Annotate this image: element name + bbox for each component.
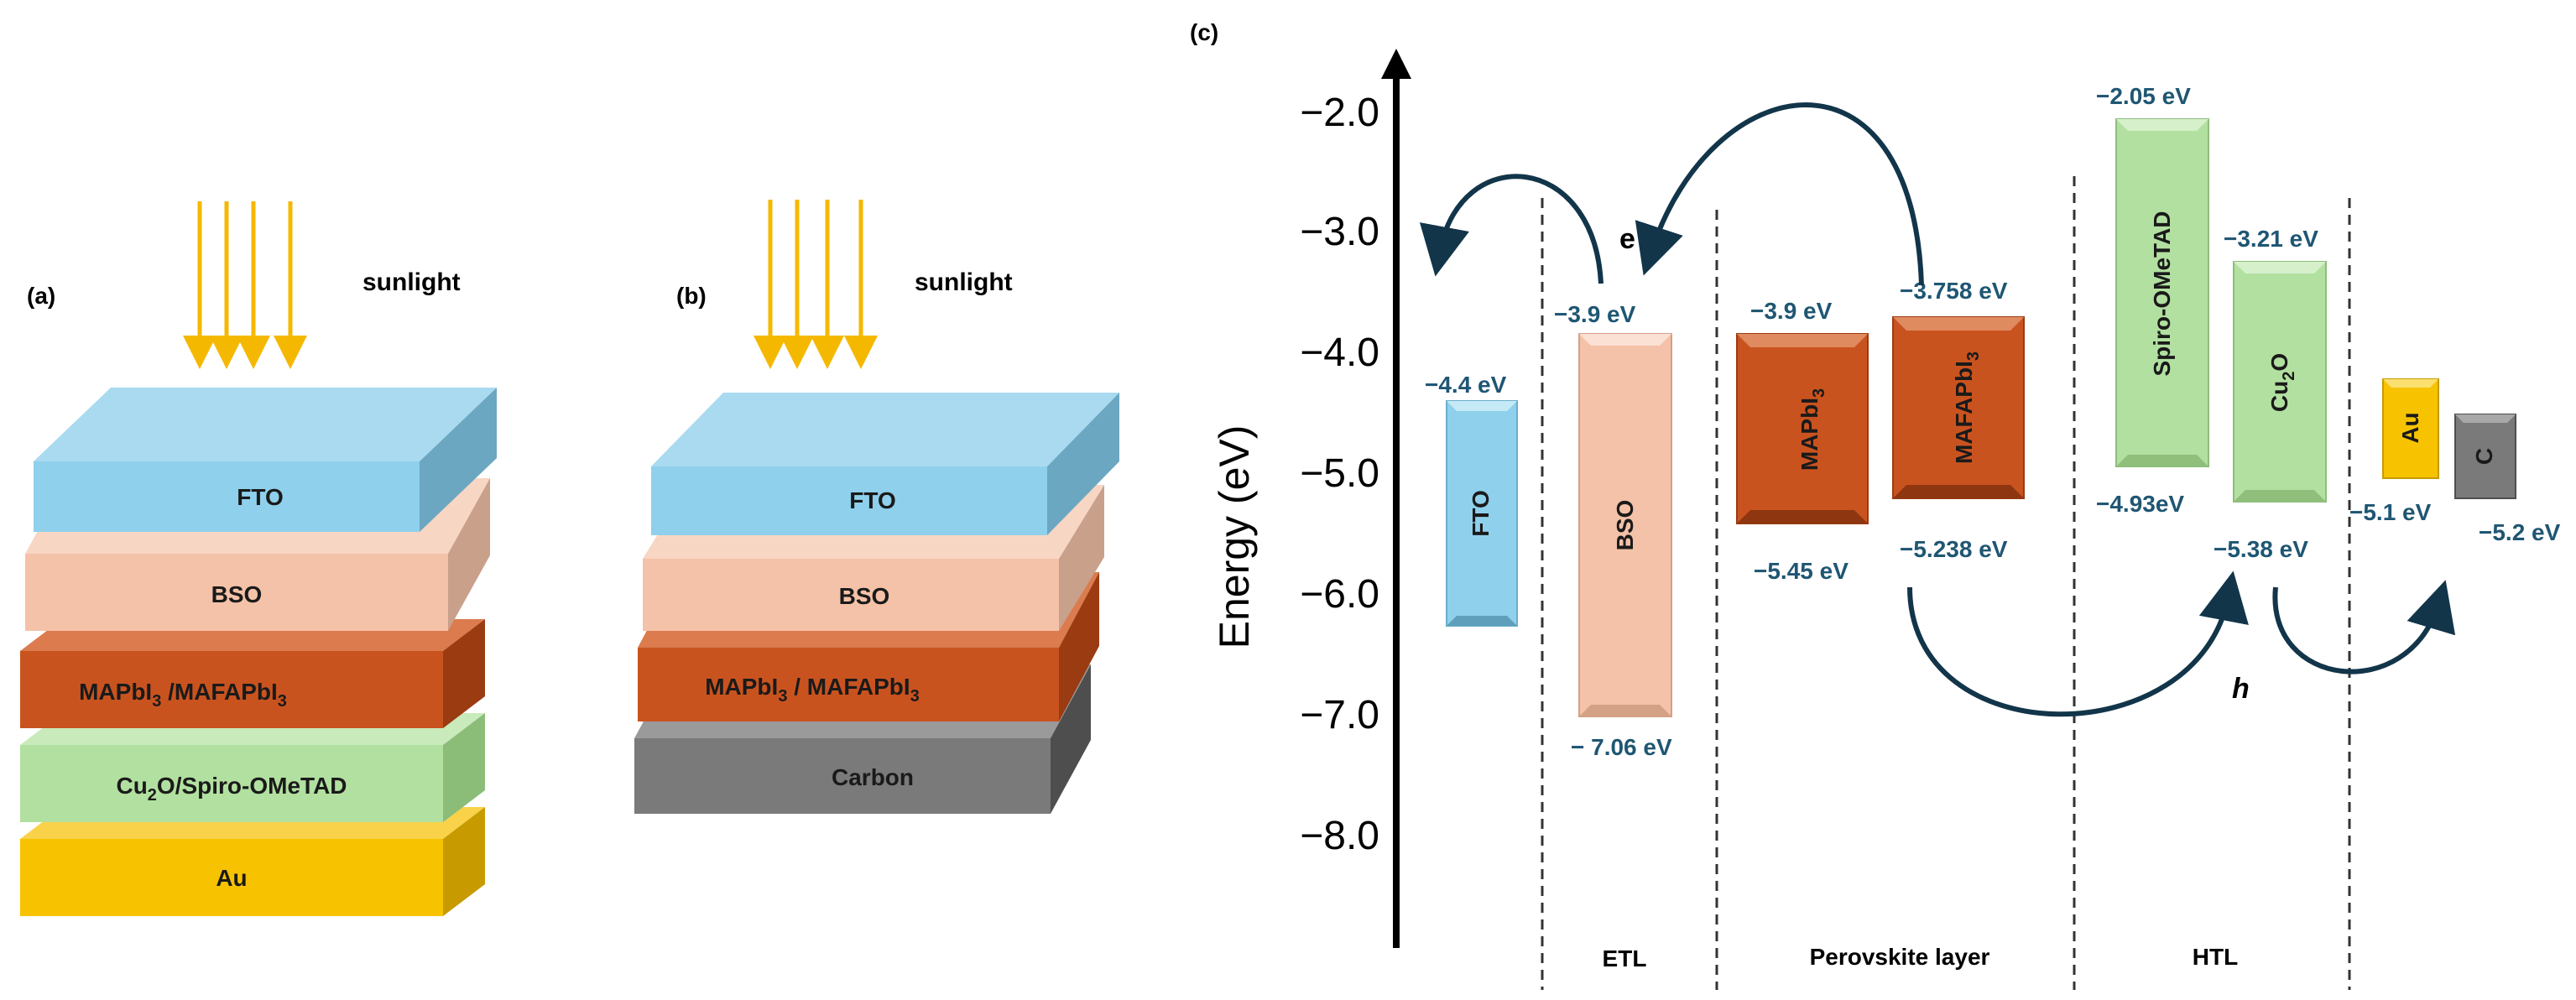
y-tick-label: −5.0 [1300,451,1379,496]
region-dividers [1541,176,2351,990]
layer-fto-b: FTO [651,393,1119,535]
band-spiro-label: Spiro-OMeTAD [2149,211,2175,376]
y-axis-label: Energy (eV) [1211,425,1258,649]
layer-au: Au [20,807,485,916]
layer-htl-label: Cu2O/Spiro-OMeTAD [116,773,347,805]
panel-a: (a) sunlight Au Cu2O/Spiro-OMeTAD MA [20,201,497,916]
layer-bso-b-label: BSO [839,583,890,609]
band-fto: FTO −4.4 eV [1425,372,1518,627]
electron-arrow-perovskite-to-bso-icon [1635,102,1924,286]
y-tick-label: −3.0 [1300,210,1379,254]
band-fto-top-value: −4.4 eV [1425,372,1507,398]
panel-b-sunlight-label: sunlight [915,268,1013,296]
region-label-htl: HTL [2193,944,2238,970]
y-tick-label: −8.0 [1300,814,1379,858]
band-carbon-label: C [2471,448,2497,465]
band-mafapbi3-top-value: −3.758 eV [1900,278,2008,304]
hole-arrows [1907,570,2456,717]
panel-b-tag: (b) [676,283,707,309]
y-tick-label: −4.0 [1300,331,1379,375]
region-label-etl: ETL [1603,945,1647,971]
band-cu2o-label: Cu2O [2266,353,2298,412]
band-bso-label: BSO [1612,500,1638,551]
panel-b-sun-rays [754,200,878,369]
band-bso: BSO −3.9 eV − 7.06 eV [1554,301,1672,760]
band-spiro-bottom-value: −4.93eV [2096,491,2184,517]
panel-a-tag: (a) [27,283,55,309]
band-mapbi3: MAPbI3 −3.9 eV −5.45 eV [1736,298,1869,584]
electron-arrow-bso-to-fto-icon [1419,174,1603,284]
hole-label: h [2232,673,2250,705]
y-tick-labels: −2.0 −3.0 −4.0 −5.0 −6.0 −7.0 −8.0 [1300,91,1379,858]
layer-fto-label: FTO [237,484,283,510]
panel-a-sun-rays [183,201,307,369]
band-bso-top-value: −3.9 eV [1554,301,1636,327]
layer-perovskite-label: MAPbI3 /MAFAPbI3 [79,679,287,711]
layer-htl: Cu2O/Spiro-OMeTAD [20,713,485,822]
region-labels: ETL Perovskite layer HTL [1603,944,2239,971]
electron-arrows [1419,102,1924,286]
band-au: Au −5.1 eV [2349,378,2439,525]
panel-c: (c) Energy (eV) −2.0 −3.0 −4.0 −5.0 −6.0… [1190,19,2561,990]
y-tick-label: −7.0 [1300,693,1379,737]
band-bso-bottom-value: − 7.06 eV [1571,734,1672,760]
layer-perovskite-b-label: MAPbI3 / MAFAPbI3 [705,674,920,706]
y-tick-label: −6.0 [1300,572,1379,617]
band-cu2o-top-value: −3.21 eV [2224,226,2318,252]
band-mafapbi3: MAFAPbI3 −3.758 eV −5.238 eV [1892,278,2025,562]
band-spiro: Spiro-OMeTAD −2.05 eV −4.93eV [2096,83,2209,517]
panel-b: (b) sunlight Carbon MAPbI3 / MAFAPbI3 [634,200,1119,814]
electron-label: e [1619,223,1635,255]
layer-fto: FTO [34,388,497,532]
band-au-label: Au [2397,412,2423,443]
band-cu2o-bottom-value: −5.38 eV [2214,536,2308,562]
panel-a-sunlight-label: sunlight [362,268,461,296]
hole-arrow-perovskite-to-htl-icon [1907,570,2249,717]
region-label-perovskite: Perovskite layer [1810,944,1990,970]
band-mafapbi3-bottom-value: −5.238 eV [1900,536,2008,562]
band-carbon: C −5.2 eV [2454,414,2561,545]
band-spiro-top-value: −2.05 eV [2096,83,2191,109]
band-au-level-value: −5.1 eV [2349,499,2432,525]
band-carbon-level-value: −5.2 eV [2479,519,2561,545]
y-tick-label: −2.0 [1300,91,1379,135]
layer-fto-b-label: FTO [849,487,895,513]
layer-carbon-label: Carbon [832,764,914,790]
hole-arrow-htl-to-au-icon [2272,580,2456,674]
band-fto-label: FTO [1468,490,1494,536]
band-cu2o: Cu2O −3.21 eV −5.38 eV [2214,226,2327,562]
band-mapbi3-bottom-value: −5.45 eV [1754,558,1849,584]
layer-bso-label: BSO [211,581,263,607]
panel-c-tag: (c) [1190,19,1218,45]
band-mafapbi3-label: MAFAPbI3 [1951,352,1983,464]
layer-au-label: Au [216,865,247,891]
axis-arrow-icon [1381,49,1411,79]
band-mapbi3-top-value: −3.9 eV [1750,298,1833,324]
layer-perovskite: MAPbI3 /MAFAPbI3 [20,619,485,728]
band-mapbi3-label: MAPbI3 [1796,388,1828,471]
